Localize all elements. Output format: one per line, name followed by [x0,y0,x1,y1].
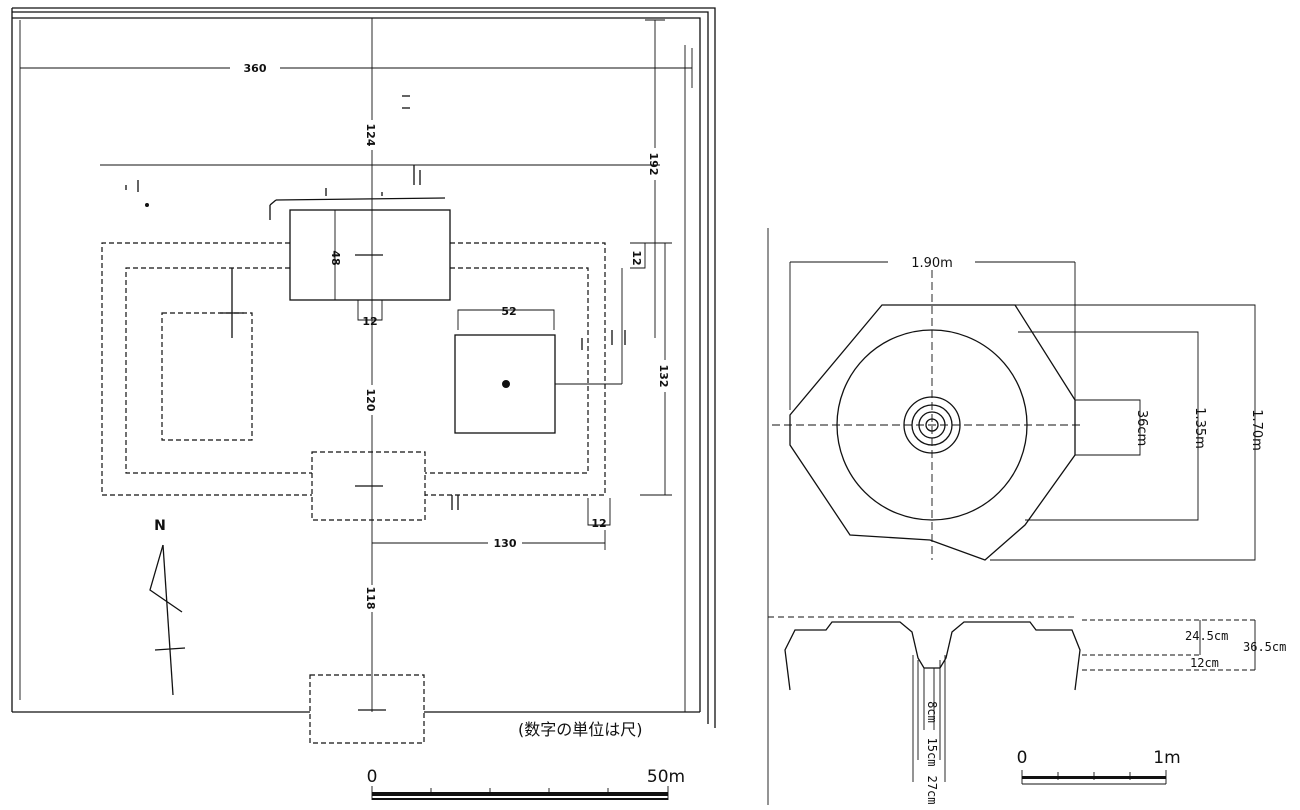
dim-130-label: 130 [494,537,517,550]
dim-1-35m-label: 1.35m [1192,407,1207,449]
dim-1-90m-label: 1.90m [911,256,953,271]
south-gate [309,674,425,744]
dim-24-5cm-label: 24.5cm [1185,629,1228,643]
site-plan: 360 124 120 118 192 [11,7,716,800]
dimension-192: 192 [100,19,665,338]
dim-27cm-label: 27cm [925,776,939,805]
dim-192-label: 192 [647,153,660,176]
corridor-outer [101,242,606,496]
west-building [161,268,253,441]
dimension-360: 360 [20,48,693,88]
dim-132-label: 132 [657,365,670,388]
scale-50m-zero: 0 [367,767,378,787]
dim-118-label: 118 [364,587,377,610]
dim-360-label: 360 [244,62,267,75]
scatter-marks [125,95,626,510]
scale-50m-end: 50m [647,767,685,787]
dim-12-bottom-label: 12 [591,517,606,530]
foundation-stone-section: 8cm 15cm 27cm 24.5cm 36.5cm 12cm 0 1m [768,616,1286,805]
stone-dim-135: 1.35m [1018,331,1207,521]
dim-8cm-label: 8cm [925,701,939,723]
dim-12-right-label: 12 [630,250,643,265]
dimension-bottom: 12 130 [372,498,611,550]
foundation-stone-plan: 1.90m 36cm 1.35m 1.70m [767,228,1264,805]
scale-bar-1m: 0 1m [1017,748,1181,785]
dim-12cm-label: 12cm [1190,656,1219,670]
stone-dim-36: 36cm [1075,399,1149,456]
scale-1m-zero: 0 [1017,748,1028,768]
middle-gate [311,451,426,521]
north-arrow: N [149,518,186,696]
north-label: N [154,518,166,534]
stone-dim-190: 1.90m [789,256,1076,410]
stone-dim-170: 1.70m [990,304,1264,561]
dim-48-label: 48 [329,250,342,265]
north-building: 48 12 [289,209,451,328]
corridor-inner [125,267,589,474]
outer-enclosure [11,7,716,728]
pagoda-core-mark [502,380,510,388]
unit-note: (数字の単位は尺) [518,720,643,739]
dim-1-70m-label: 1.70m [1249,409,1264,451]
dim-52-label: 52 [501,305,516,318]
dim-15cm-label: 15cm [925,738,939,767]
scale-bar-50m: 0 50m [367,767,685,800]
section-dims-right: 24.5cm 36.5cm 12cm [1082,619,1286,671]
east-building: 52 [454,268,623,434]
dim-120-label: 120 [364,389,377,412]
dim-36-5cm-label: 36.5cm [1243,640,1286,654]
dim-124-label: 124 [364,124,377,147]
scale-1m-end: 1m [1153,748,1180,768]
central-axis: 124 120 118 [360,17,385,712]
dimension-right: 12 132 [630,242,672,496]
dim-36cm-label: 36cm [1134,410,1149,446]
dim-12-top-label: 12 [362,315,377,328]
